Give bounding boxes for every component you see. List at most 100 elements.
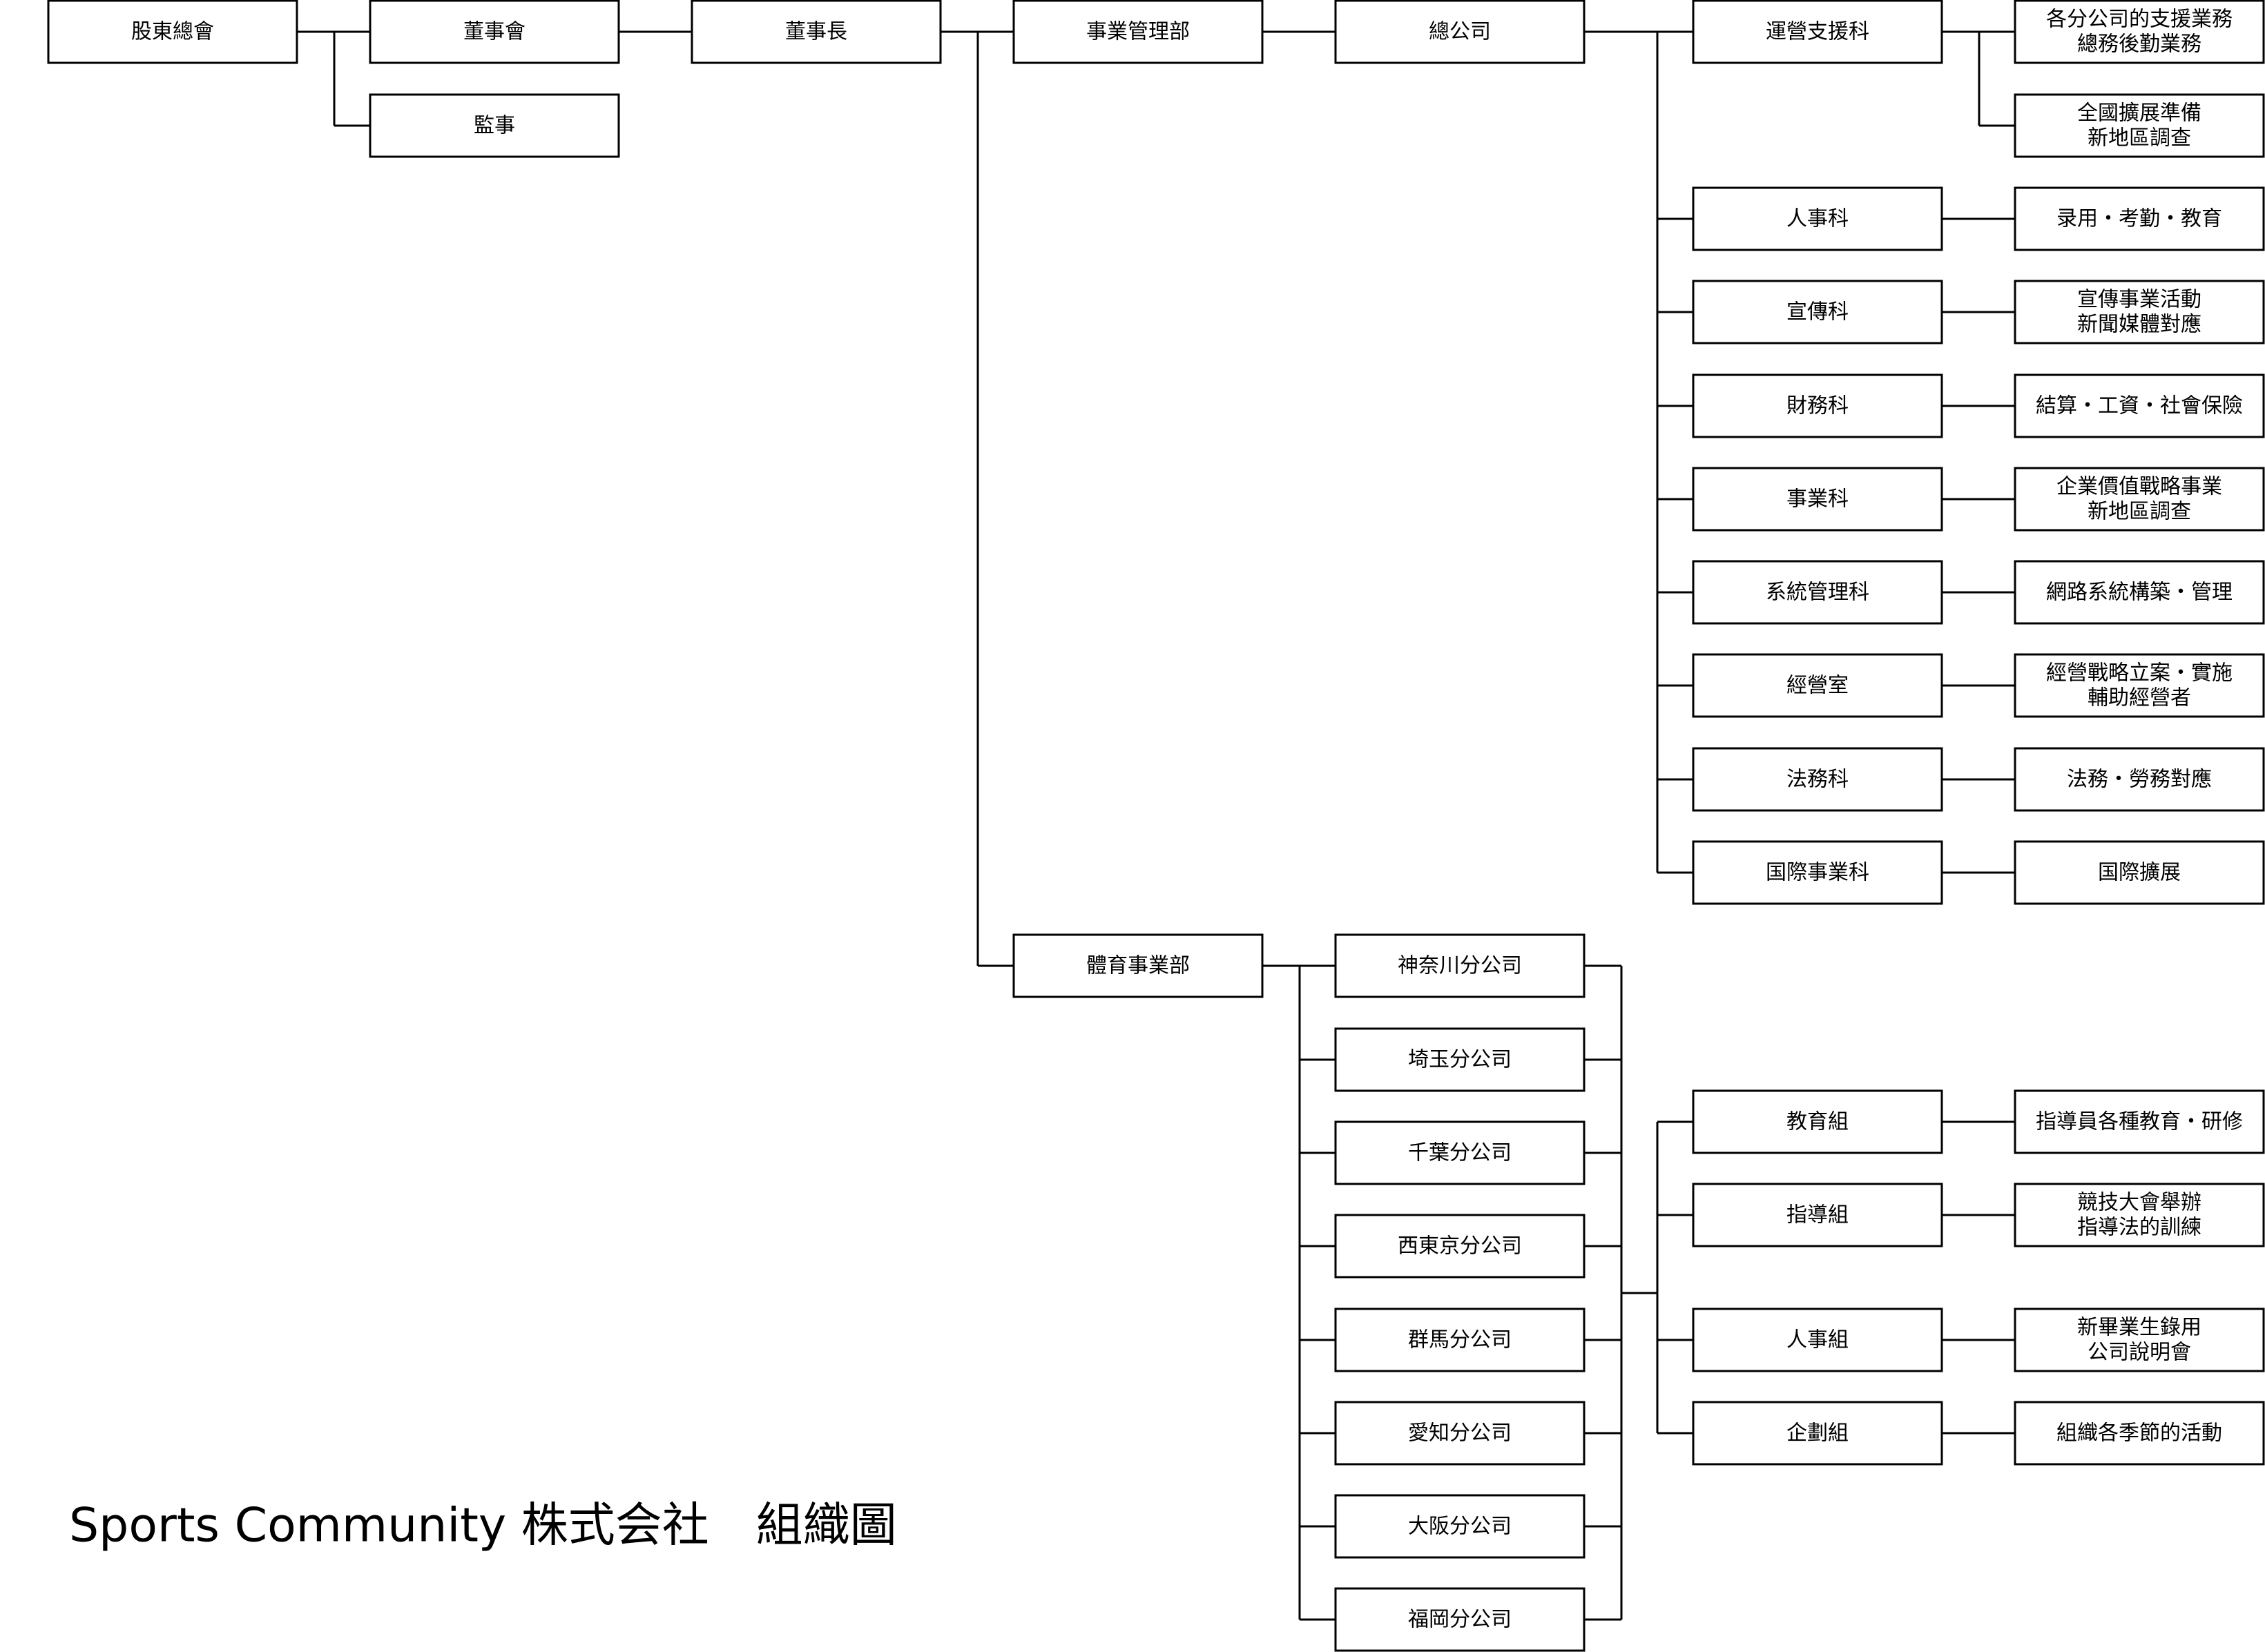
node-box bbox=[1692, 1183, 1943, 1247]
node-box bbox=[1692, 467, 1943, 532]
node-label: 神奈川分公司 bbox=[1398, 954, 1522, 978]
org-node-n39: 人事組 bbox=[1692, 1308, 1943, 1372]
connector-lines bbox=[297, 30, 2015, 1621]
node-box bbox=[1334, 1214, 1586, 1279]
org-node-n35: 教育組 bbox=[1692, 1089, 1943, 1154]
node-box bbox=[2014, 840, 2265, 905]
org-node-n14: 財務科 bbox=[1692, 373, 1943, 438]
node-box bbox=[1692, 186, 1943, 251]
node-label: 財務科 bbox=[1786, 394, 1849, 418]
node-box bbox=[2014, 93, 2265, 158]
node-box bbox=[2014, 467, 2265, 532]
node-label: 體育事業部 bbox=[1086, 954, 1190, 978]
node-box bbox=[2014, 373, 2265, 438]
node-box bbox=[2014, 653, 2265, 718]
node-label: 競技大會舉辦 bbox=[2077, 1191, 2201, 1215]
org-node-n26: 體育事業部 bbox=[1012, 933, 1264, 998]
org-node-n5: 事業管理部 bbox=[1012, 0, 1264, 64]
org-node-n22: 法務科 bbox=[1692, 747, 1943, 812]
org-node-n2: 董事會 bbox=[369, 0, 620, 64]
node-box bbox=[1334, 933, 1586, 998]
org-node-n10: 人事科 bbox=[1692, 186, 1943, 251]
org-node-n24: 国際事業科 bbox=[1692, 840, 1943, 905]
org-node-n33: 大阪分公司 bbox=[1334, 1494, 1586, 1559]
node-label: 總公司 bbox=[1429, 20, 1491, 44]
org-node-n36: 指導員各種教育・研修 bbox=[2014, 1089, 2265, 1154]
org-node-n23: 法務・勞務對應 bbox=[2014, 747, 2265, 812]
node-box bbox=[1334, 1308, 1586, 1372]
org-node-n37: 指導組 bbox=[1692, 1183, 1943, 1247]
node-box bbox=[1692, 373, 1943, 438]
node-label: 公司說明會 bbox=[2088, 1341, 2191, 1365]
node-label: 各分公司的支援業務 bbox=[2046, 8, 2233, 32]
org-node-n42: 組織各季節的活動 bbox=[2014, 1401, 2265, 1466]
node-box bbox=[2014, 1401, 2265, 1466]
node-label: 法務・勞務對應 bbox=[2067, 768, 2212, 792]
node-label: 人事組 bbox=[1786, 1328, 1849, 1352]
node-label: 教育組 bbox=[1786, 1110, 1849, 1134]
node-label: 總務後勤業務 bbox=[2077, 32, 2201, 57]
org-node-n12: 宣傳科 bbox=[1692, 280, 1943, 344]
node-label: 網路系統構築・管理 bbox=[2046, 581, 2233, 605]
node-label: 企業價值戰略事業 bbox=[2056, 475, 2222, 499]
node-box bbox=[1334, 1401, 1586, 1466]
node-box bbox=[1692, 1401, 1943, 1466]
node-box bbox=[2014, 186, 2265, 251]
chart-title: Sports Community 株式会社 組織圖 bbox=[69, 1499, 897, 1553]
node-label: 指導法的訓練 bbox=[2077, 1216, 2201, 1240]
node-label: 新地區調查 bbox=[2088, 500, 2191, 524]
org-node-n29: 千葉分公司 bbox=[1334, 1120, 1586, 1185]
node-label: 宣傳科 bbox=[1786, 300, 1849, 324]
node-box bbox=[1692, 840, 1943, 905]
org-node-n30: 西東京分公司 bbox=[1334, 1214, 1586, 1279]
org-node-n4: 董事長 bbox=[691, 0, 942, 64]
node-box bbox=[2014, 1089, 2265, 1154]
org-node-n6: 總公司 bbox=[1334, 0, 1586, 64]
node-label: 新畢業生錄用 bbox=[2077, 1316, 2201, 1340]
node-label: 指導組 bbox=[1786, 1203, 1849, 1227]
node-box bbox=[47, 0, 298, 64]
node-label: 群馬分公司 bbox=[1408, 1328, 1512, 1352]
node-box bbox=[1334, 1120, 1586, 1185]
node-label: 事業管理部 bbox=[1086, 20, 1190, 44]
org-node-n18: 系統管理科 bbox=[1692, 560, 1943, 625]
org-node-n20: 經營室 bbox=[1692, 653, 1943, 718]
node-label: 法務科 bbox=[1786, 768, 1849, 792]
node-label: 輔助經營者 bbox=[2088, 686, 2191, 710]
node-box bbox=[369, 93, 620, 158]
node-box bbox=[1012, 0, 1264, 64]
node-label: 新聞媒體對應 bbox=[2077, 313, 2201, 337]
node-box bbox=[1692, 1089, 1943, 1154]
node-label: 企劃組 bbox=[1786, 1421, 1849, 1446]
node-label: 事業科 bbox=[1786, 487, 1849, 512]
node-label: 組織各季節的活動 bbox=[2056, 1421, 2222, 1446]
node-box bbox=[1692, 560, 1943, 625]
node-label: 系統管理科 bbox=[1766, 581, 1869, 605]
node-label: 千葉分公司 bbox=[1408, 1141, 1512, 1165]
node-label: 經營戰略立案・實施 bbox=[2046, 661, 2233, 686]
org-node-n15: 結算・工資・社會保險 bbox=[2014, 373, 2265, 438]
org-node-n25: 国際擴展 bbox=[2014, 840, 2265, 905]
node-label: 運營支援科 bbox=[1766, 20, 1869, 44]
org-node-n11: 录用・考勤・教育 bbox=[2014, 186, 2265, 251]
node-label: 埼玉分公司 bbox=[1408, 1048, 1512, 1072]
node-box bbox=[1334, 1587, 1586, 1652]
node-box bbox=[2014, 1308, 2265, 1372]
org-node-n7: 運營支援科 bbox=[1692, 0, 1943, 64]
node-label: 新地區調查 bbox=[2088, 126, 2191, 150]
node-label: 国際事業科 bbox=[1766, 861, 1869, 885]
node-label: 監事 bbox=[474, 114, 515, 138]
node-box bbox=[691, 0, 942, 64]
node-box bbox=[2014, 0, 2265, 64]
node-label: 董事長 bbox=[785, 20, 847, 44]
node-label: 人事科 bbox=[1786, 207, 1849, 231]
org-node-n31: 群馬分公司 bbox=[1334, 1308, 1586, 1372]
node-label: 董事會 bbox=[463, 20, 526, 44]
org-node-n1: 股東總會 bbox=[47, 0, 298, 64]
node-box bbox=[1334, 0, 1586, 64]
node-label: 福岡分公司 bbox=[1408, 1608, 1512, 1632]
node-label: 經營室 bbox=[1786, 674, 1849, 698]
